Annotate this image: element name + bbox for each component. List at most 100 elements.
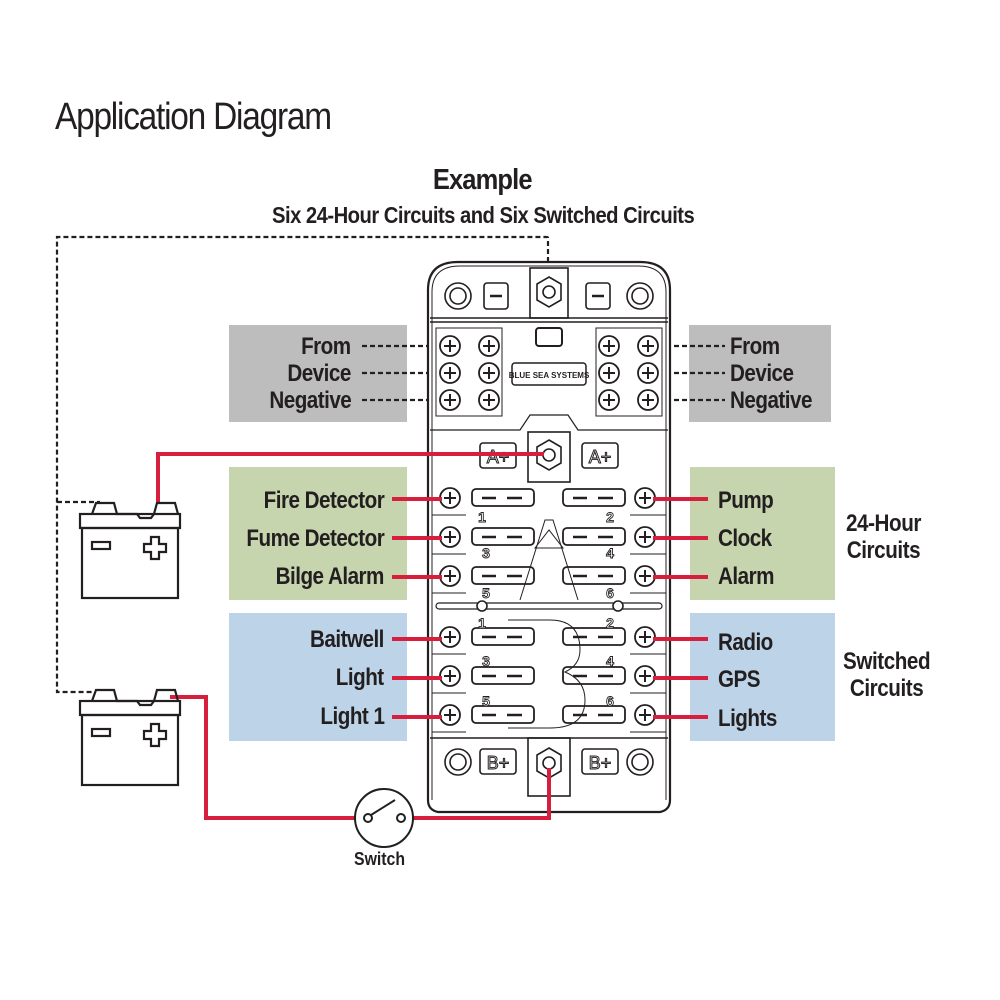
circuit-bilge-alarm: Bilge Alarm	[275, 563, 385, 590]
neg-label-right-2: Device	[730, 360, 794, 387]
mount-hole-bottom-right-inner	[631, 753, 649, 771]
battery-b	[78, 688, 182, 787]
switch-contact-left	[363, 813, 373, 823]
mount-hole-bottom-right	[626, 748, 654, 776]
fuse-slot	[471, 488, 535, 507]
plus-icon	[444, 570, 456, 582]
negative-stud-housing	[529, 267, 569, 319]
fuse-slot	[562, 666, 626, 685]
fuse-slot	[471, 666, 535, 685]
mount-hole-top-left-inner	[449, 287, 467, 305]
group-label-switched-line2: Circuits	[849, 675, 924, 702]
plus-icon	[444, 670, 456, 682]
fuse-number: 1	[478, 509, 486, 525]
plus-icon	[603, 340, 615, 352]
neg-label-right-3: Negative	[730, 387, 812, 414]
circuit-light-1: Light 1	[319, 703, 385, 730]
battery-case	[80, 526, 180, 600]
group-label-24hour-line1: 24-Hour	[846, 510, 921, 537]
brand-text: BLUE SEA SYSTEMS	[509, 371, 590, 380]
bus-b-label-left	[479, 748, 517, 775]
group-label-24hour-line2: Circuits	[846, 537, 921, 564]
neg-label-left-2: Device	[287, 360, 352, 387]
example-heading: Example	[432, 164, 533, 196]
divider-pin	[612, 600, 624, 612]
minus-icon	[90, 727, 112, 738]
bus-b-label-left-text: B+	[487, 753, 510, 773]
plus-icon	[483, 367, 495, 379]
fuse-slot	[471, 566, 535, 585]
negative-stud-nut	[536, 276, 562, 308]
circuit-gps: GPS	[718, 666, 761, 693]
plus-icon	[444, 531, 456, 543]
letter-a-outline	[519, 519, 579, 601]
fuse-slot	[562, 566, 626, 585]
battery-terminals	[90, 501, 180, 520]
fuse-number: 2	[606, 509, 614, 525]
plus-icon	[444, 340, 456, 352]
mount-hole-top-left	[444, 282, 472, 310]
plus-icon	[483, 340, 495, 352]
mount-hole-bottom-left	[444, 748, 472, 776]
fuse-number: 5	[482, 585, 490, 601]
battery-lid	[78, 699, 182, 717]
plus-icon	[639, 570, 651, 582]
plus-icon	[639, 709, 651, 721]
group-label-switched: Switched Circuits	[843, 648, 931, 702]
fuse-number: 6	[606, 585, 614, 601]
diagram-title: Application Diagram	[55, 96, 332, 138]
plus-icon	[444, 709, 456, 721]
bus-a-label-right-text: A+	[589, 447, 612, 467]
fuse-number: 6	[606, 693, 614, 709]
negative-label-box-right	[585, 282, 611, 310]
plus-icon	[639, 631, 651, 643]
fuse-number: 3	[482, 653, 490, 669]
mount-hole-bottom-left-inner	[449, 753, 467, 771]
plus-icon	[639, 492, 651, 504]
battery-case	[80, 713, 180, 787]
circuit-fume-detector: Fume Detector	[246, 525, 384, 552]
bus-b-label-right	[581, 748, 619, 775]
plus-icon	[444, 394, 456, 406]
plus-icon	[642, 340, 654, 352]
positive-wire-a-bus	[156, 452, 544, 502]
circuit-fire-detector: Fire Detector	[263, 487, 384, 514]
plus-icon	[444, 492, 456, 504]
brand-badge	[511, 362, 587, 386]
a-stud-housing	[527, 431, 571, 483]
fuse-block-inner-edge	[431, 265, 667, 800]
fuse-number: 4	[606, 545, 614, 561]
circuit-light: Light	[336, 664, 384, 691]
fuse-slot	[562, 527, 626, 546]
mount-hole-top-right	[626, 282, 654, 310]
plus-icon	[142, 722, 168, 748]
group-label-switched-line1: Switched	[843, 648, 931, 675]
neg-label-left-3: Negative	[269, 387, 351, 414]
positive-wire-battery-to-switch	[170, 695, 360, 820]
switch-lever	[370, 799, 396, 816]
fuse-slot	[471, 627, 535, 646]
switch-body	[354, 788, 414, 848]
example-subheading: Six 24-Hour Circuits and Six Switched Ci…	[272, 202, 695, 228]
plus-icon	[483, 394, 495, 406]
plus-icon	[639, 670, 651, 682]
plus-icon	[444, 367, 456, 379]
letter-b-outline	[508, 619, 586, 729]
switch-symbol	[354, 788, 414, 848]
mount-hole-top-right-inner	[631, 287, 649, 305]
fuse-slot	[562, 705, 626, 724]
fuse-slot	[471, 527, 535, 546]
fuse-number: 4	[606, 653, 614, 669]
fuse-number: 5	[482, 693, 490, 709]
fuse-number: 2	[606, 615, 614, 631]
letter-a-counter	[533, 529, 565, 549]
bus-divider	[430, 414, 668, 431]
circuit-alarm: Alarm	[718, 563, 774, 590]
switched-panel-left	[229, 613, 407, 741]
circuit-radio: Radio	[718, 629, 773, 656]
switch-contact-right	[396, 813, 406, 823]
group-label-24hour: 24-Hour Circuits	[846, 510, 921, 564]
circuit-pump: Pump	[718, 487, 774, 514]
plus-icon	[603, 367, 615, 379]
